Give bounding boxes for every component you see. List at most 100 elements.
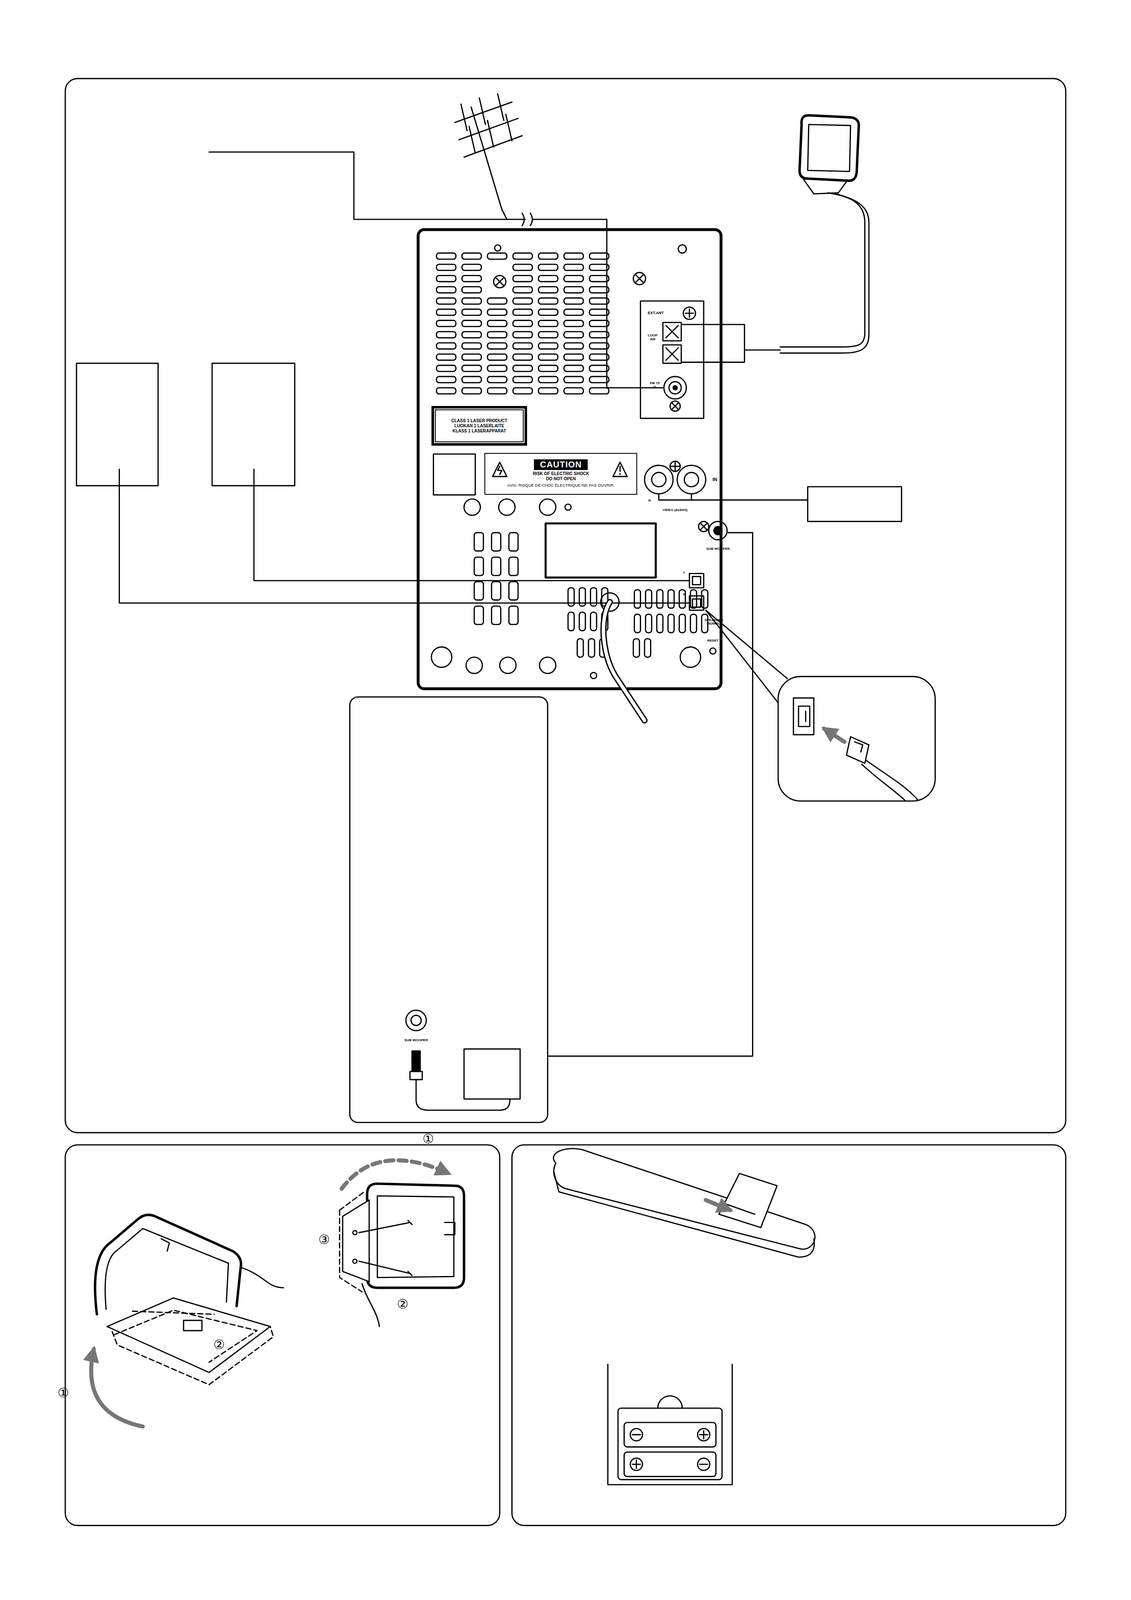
subwoofer-jack: [547, 521, 753, 1056]
vent-grille: [508, 556, 519, 576]
loop-antenna-stand: [161, 1238, 170, 1251]
vent-grille: [461, 387, 481, 394]
subwoofer: [349, 696, 549, 1123]
vent-grille: [577, 638, 583, 657]
subwoofer: [349, 696, 549, 1123]
connector-inset: [824, 728, 845, 742]
terminal-block: [664, 376, 687, 400]
vent-grille: [656, 614, 663, 633]
terminal-block: [673, 385, 678, 391]
vent-grille: [513, 331, 533, 338]
vent-grille: [589, 387, 609, 394]
vent-grille: [563, 331, 583, 338]
vent-grille: [487, 376, 507, 383]
subwoofer: [416, 1079, 511, 1111]
screw: [670, 400, 681, 412]
connector-inset: [804, 711, 807, 722]
vent-grille: [644, 638, 651, 657]
connector-inset: [798, 705, 810, 727]
battery-compartment: [623, 1422, 716, 1447]
vent-grille: [436, 331, 456, 338]
vent-grille: [461, 365, 481, 372]
vent-grille: [563, 297, 583, 304]
vent-grille: [487, 297, 507, 304]
screw: [700, 523, 707, 530]
vent-grille: [563, 264, 583, 271]
loop-antenna-stand: [358, 1222, 410, 1274]
screw: [698, 521, 709, 532]
vent-grille: [474, 606, 484, 625]
loop-antenna-stand: [377, 1195, 454, 1277]
panel-hole: [678, 244, 687, 254]
vent-grille: [436, 376, 456, 383]
channel-label: L: [683, 570, 686, 575]
am-loop-antenna: [807, 124, 851, 172]
am-loop-antenna: [780, 192, 869, 353]
vent-grille: [513, 342, 533, 349]
connector-inset: [793, 697, 814, 735]
vent-grille: [679, 614, 686, 633]
vent-grille: [568, 612, 575, 631]
loop-antenna-stand: [107, 1297, 271, 1372]
remote-control: [553, 1148, 816, 1257]
vent-grille: [513, 376, 533, 383]
loop-antenna-stand: [339, 1191, 365, 1292]
warning-triangle: [497, 466, 502, 475]
vent-grille: [667, 614, 674, 633]
vent-grille: [487, 342, 507, 349]
loop-antenna-stand: [132, 1311, 215, 1315]
callout-number: ①: [57, 1384, 70, 1400]
loop-antenna-stand: [112, 1326, 274, 1385]
channel-label: R: [682, 592, 686, 597]
vent-grille: [667, 589, 674, 609]
screw: [683, 306, 696, 320]
speaker-terminal: [692, 598, 701, 607]
vent-grille: [436, 264, 456, 271]
subwoofer: [405, 1009, 427, 1031]
vent-grille: [461, 297, 481, 304]
illustration: [65, 78, 1066, 1525]
caution-label: CAUTIONRISK OF ELECTRIC SHOCKDO NOT OPEN…: [484, 452, 638, 495]
panel-frame: [65, 1144, 500, 1526]
vent-grille: [487, 353, 507, 360]
battery-compartment: [632, 1460, 641, 1469]
terminal-label: SUB WOOFER: [706, 546, 730, 551]
subwoofer: [411, 1014, 422, 1026]
antenna-lead: [533, 219, 663, 388]
panel-hole: [709, 647, 716, 654]
antenna-lead: [209, 151, 663, 388]
vent-grille: [461, 342, 481, 349]
vent-grille: [563, 286, 583, 293]
vent-grille: [508, 606, 519, 625]
connector-inset: [861, 760, 918, 802]
loop-antenna-stand: [114, 1309, 258, 1362]
vent-grille: [634, 614, 641, 633]
terminal-block: [662, 344, 682, 364]
vent-grille: [645, 589, 652, 609]
blank-plate: [433, 454, 476, 496]
vent-grille: [589, 286, 609, 293]
battery-compartment: [607, 1364, 733, 1485]
battery-compartment: [630, 1428, 643, 1441]
power-cord: [603, 601, 645, 720]
vent-grille: [589, 342, 609, 349]
vent-grille: [589, 353, 609, 360]
fm-antenna: [471, 107, 502, 210]
callout-number: ①: [422, 1131, 435, 1146]
subwoofer-jack: [708, 521, 728, 540]
speaker-wire: [119, 469, 690, 604]
vent-grille: [538, 365, 558, 372]
vent-grille: [634, 589, 641, 609]
remote-control: [719, 1173, 778, 1228]
speaker-terminal: [689, 573, 704, 588]
vent-grille: [461, 353, 481, 360]
vent-grille: [461, 264, 481, 271]
battery-compartment: [699, 1463, 708, 1465]
vent-grille: [563, 308, 583, 315]
am-loop-antenna: [780, 115, 869, 353]
label-heading: CAUTION: [533, 459, 588, 470]
connector-inset: [854, 741, 863, 753]
vent-grille: [563, 253, 583, 260]
vent-grille: [563, 320, 583, 327]
